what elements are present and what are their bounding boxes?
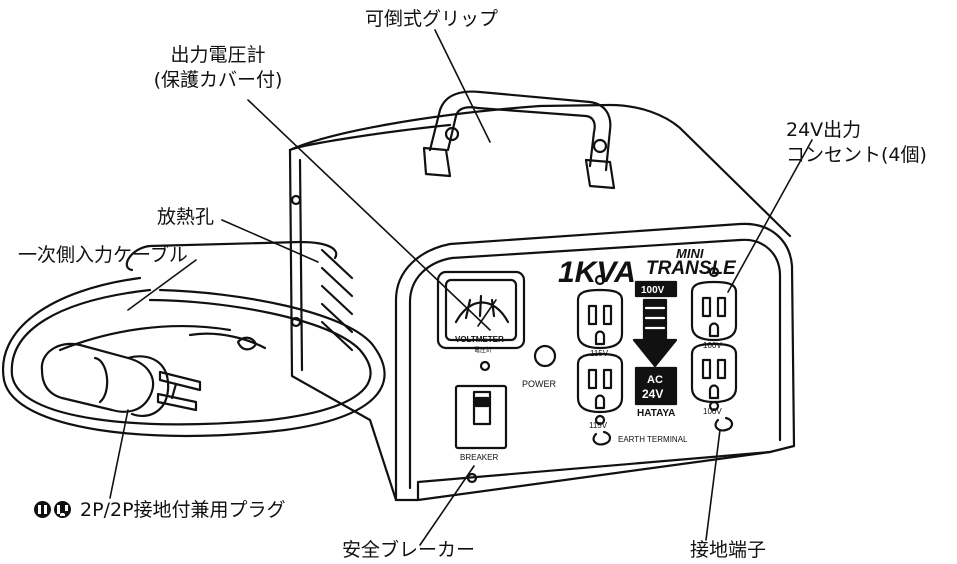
plug-2p-icon <box>34 501 51 518</box>
voltmeter-label-jp: 電圧計 <box>474 346 492 354</box>
outlet-100v-top[interactable] <box>690 266 738 342</box>
input-voltage-label: 100V <box>641 285 665 296</box>
callout-cable: 一次側入力ケーブル <box>18 244 188 266</box>
outlet-115v-top[interactable] <box>576 274 624 350</box>
input-cable <box>1 240 386 438</box>
maker-label: HATAYA <box>637 408 675 419</box>
voltage-arrow <box>632 280 678 406</box>
callout-breaker: 安全ブレーカー <box>342 539 476 561</box>
earth-terminal-right[interactable] <box>714 416 734 432</box>
breaker-switch[interactable] <box>454 384 508 484</box>
callout-plug: 2P/2P接地付兼用プラグ <box>34 498 286 523</box>
model-brand: TRANSLE <box>646 258 737 279</box>
callout-output-line2: コンセント(4個) <box>786 144 927 166</box>
power-label: POWER <box>522 379 557 389</box>
outlet-115v-top-label: 115V <box>590 349 609 358</box>
callout-output-line1: 24V出力 <box>786 119 862 141</box>
callout-earth-terminal: 接地端子 <box>690 539 767 561</box>
grip-handle <box>422 90 616 190</box>
breaker-label: BREAKER <box>460 453 498 462</box>
outlet-100v-bottom[interactable] <box>690 342 738 412</box>
power-button[interactable] <box>533 344 557 368</box>
callout-output: 24V出力 コンセント(4個) <box>786 118 927 168</box>
output-voltage-label: 24V <box>642 387 663 401</box>
plug-2p-earth-icon <box>54 501 71 518</box>
model-main: 1KVA <box>558 256 636 289</box>
callout-voltmeter-line2: (保護カバー付) <box>153 69 283 91</box>
callout-voltmeter-line1: 出力電圧計 <box>170 44 266 66</box>
callout-vent: 放熱孔 <box>157 206 215 228</box>
outlet-100v-bottom-label: 100V <box>703 407 722 416</box>
voltmeter-label: VOLTMETER <box>455 335 504 344</box>
leader-lines <box>109 29 813 546</box>
model-mini: MINI <box>676 246 704 261</box>
callout-voltmeter: 出力電圧計 (保護カバー付) <box>132 43 304 93</box>
callout-grip: 可倒式グリップ <box>365 8 499 30</box>
earth-terminal-left[interactable] <box>592 430 612 446</box>
outlet-115v-bottom-label: 115V <box>589 421 608 430</box>
callout-plug-label: 2P/2P接地付兼用プラグ <box>80 499 286 521</box>
earth-terminal-label: EARTH TERMINAL <box>618 435 688 444</box>
input-plug <box>40 342 202 417</box>
outlet-115v-bottom[interactable] <box>576 352 624 426</box>
output-ac-label: AC <box>647 374 663 386</box>
outlet-100v-top-label: 100V <box>703 341 722 350</box>
transformer-body <box>288 103 796 502</box>
